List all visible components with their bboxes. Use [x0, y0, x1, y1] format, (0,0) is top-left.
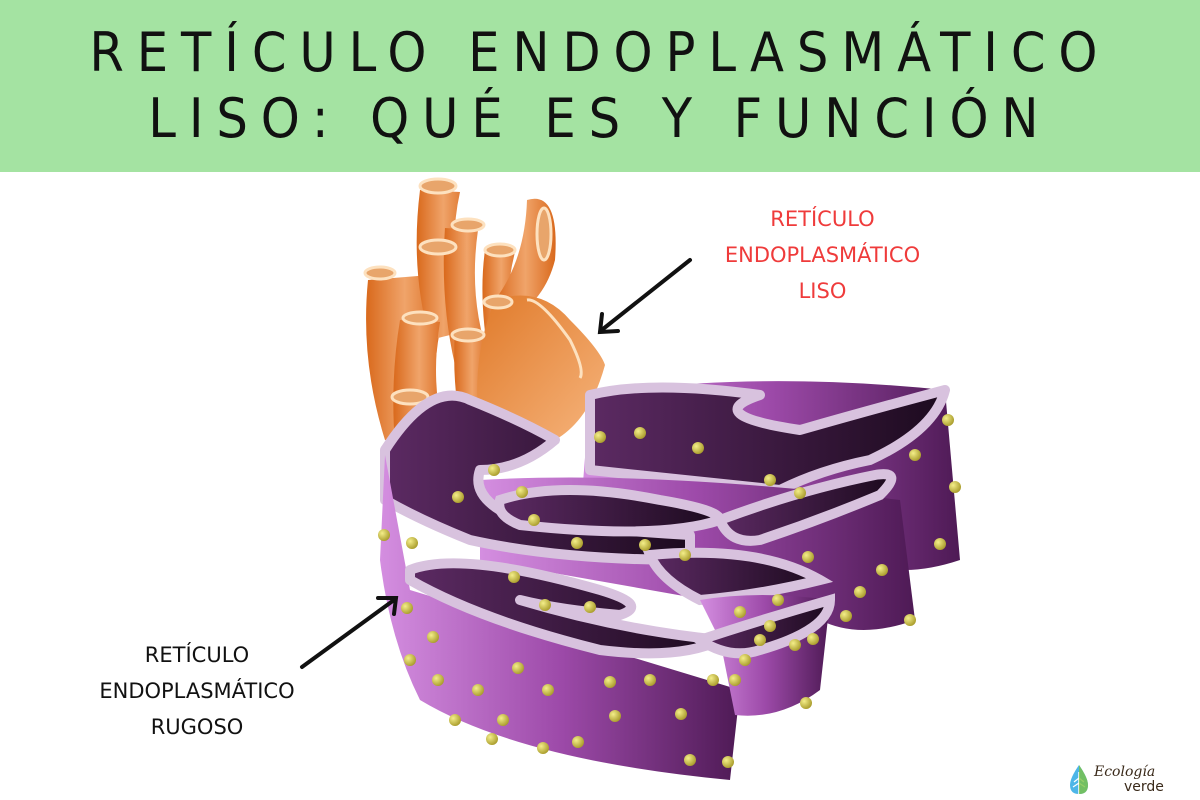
ecologia-verde-logo: Ecología verde — [1066, 762, 1196, 798]
arrow-to-rough-er — [300, 596, 399, 669]
label-smooth-er-line2: ENDOPLASMÁTICO — [724, 243, 921, 267]
ribosomes — [378, 414, 961, 768]
label-rough-er-line1: RETÍCULO — [144, 643, 250, 667]
logo-word-1: Ecología — [1094, 764, 1156, 780]
rough-er-cisternae — [378, 381, 961, 780]
label-smooth-er-line3: LISO — [798, 279, 847, 303]
label-rough-er: RETÍCULO ENDOPLASMÁTICO RUGOSO — [62, 637, 332, 745]
title-line-2: LISO: QUÉ ES Y FUNCIÓN — [148, 87, 1052, 150]
label-smooth-er-line1: RETÍCULO — [770, 207, 875, 231]
label-rough-er-line3: RUGOSO — [150, 715, 244, 739]
logo-word-2: verde — [1124, 779, 1164, 795]
label-rough-er-line2: ENDOPLASMÁTICO — [99, 679, 295, 703]
title-line-1: RETÍCULO ENDOPLASMÁTICO — [89, 21, 1111, 84]
label-smooth-er: RETÍCULO ENDOPLASMÁTICO LISO — [690, 201, 955, 309]
title-banner: RETÍCULO ENDOPLASMÁTICO LISO: QUÉ ES Y F… — [0, 0, 1200, 172]
arrow-to-smooth-er — [597, 258, 692, 335]
leaf-drop-icon — [1070, 765, 1088, 794]
